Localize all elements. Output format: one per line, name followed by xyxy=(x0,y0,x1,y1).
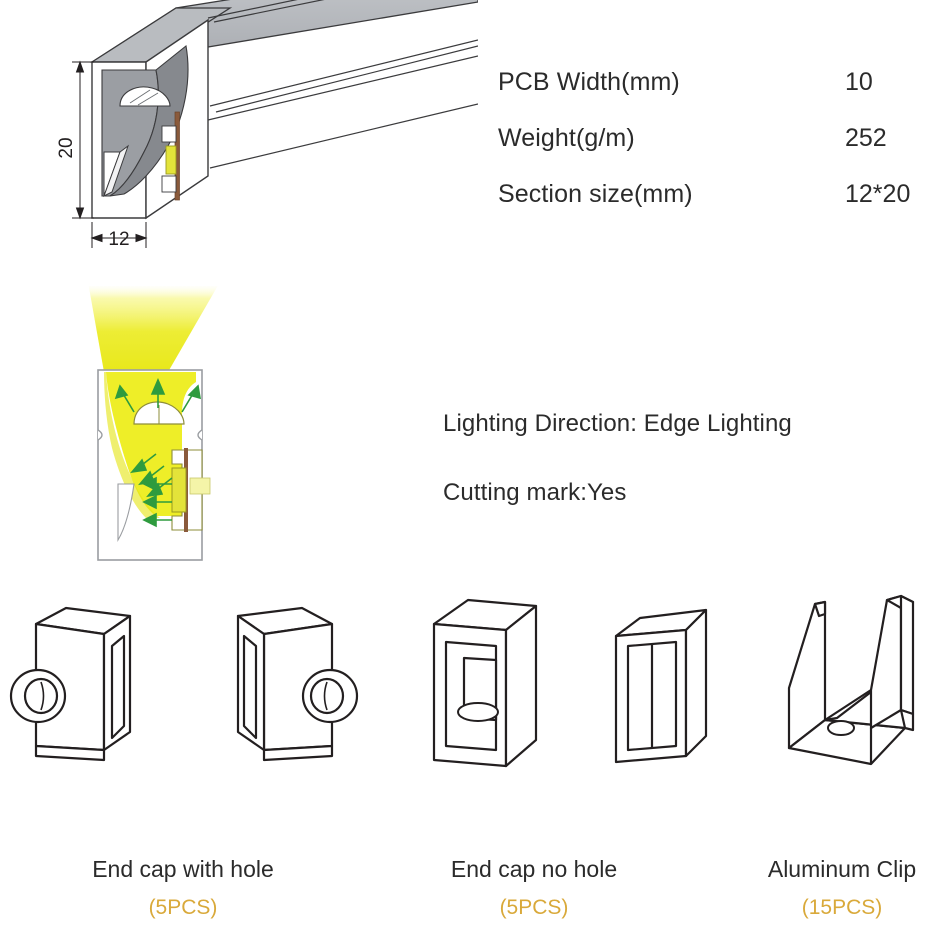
spec-row: PCB Width(mm) 10 xyxy=(498,68,918,124)
spec-row: Section size(mm) 12*20 xyxy=(498,180,918,236)
accessory-quantity: (15PCS) xyxy=(801,896,883,919)
spec-value: 252 xyxy=(845,124,887,152)
accessory-caption: Aluminum Clip (15PCS) xyxy=(692,856,943,919)
spec-label: Section size(mm) xyxy=(498,180,693,208)
accessory-quantity: (5PCS) xyxy=(499,896,569,919)
light-direction-arrows xyxy=(114,377,201,528)
spec-value: 10 xyxy=(845,68,873,96)
accessory-title: End cap with hole xyxy=(92,856,274,882)
specification-table: PCB Width(mm) 10 Weight(g/m) 252 Section… xyxy=(498,68,918,236)
cutting-mark-text: Cutting mark:Yes xyxy=(443,479,627,506)
accessory-title: Aluminum Clip xyxy=(767,856,917,882)
spec-value: 12*20 xyxy=(845,180,911,208)
end-cap-with-hole-right-figure xyxy=(200,580,360,785)
accessory-title: End cap no hole xyxy=(450,856,618,882)
end-cap-no-hole-open-figure xyxy=(420,580,570,785)
lighting-direction-diagram xyxy=(60,272,300,572)
product-3d-drawing: 20 12 xyxy=(58,0,478,260)
dimension-width-label: 12 xyxy=(108,229,129,250)
spec-row: Weight(g/m) 252 xyxy=(498,124,918,180)
lighting-direction-text: Lighting Direction: Edge Lighting xyxy=(443,410,792,437)
accessory-captions: End cap with hole (5PCS) End cap no hole… xyxy=(0,858,943,934)
aluminum-clip-figure xyxy=(775,570,935,795)
dimension-height-label: 20 xyxy=(58,137,77,158)
attribute-list: Lighting Direction: Edge Lighting Cuttin… xyxy=(443,410,913,548)
spec-label: Weight(g/m) xyxy=(498,124,635,152)
spec-label: PCB Width(mm) xyxy=(498,68,680,96)
end-cap-with-hole-left-figure xyxy=(8,580,168,785)
accessory-caption: End cap no hole (5PCS) xyxy=(384,856,684,919)
accessory-caption: End cap with hole (5PCS) xyxy=(33,856,333,919)
end-cap-no-hole-closed-figure xyxy=(600,580,750,785)
light-beam xyxy=(88,282,220,372)
accessory-quantity: (5PCS) xyxy=(148,896,218,919)
